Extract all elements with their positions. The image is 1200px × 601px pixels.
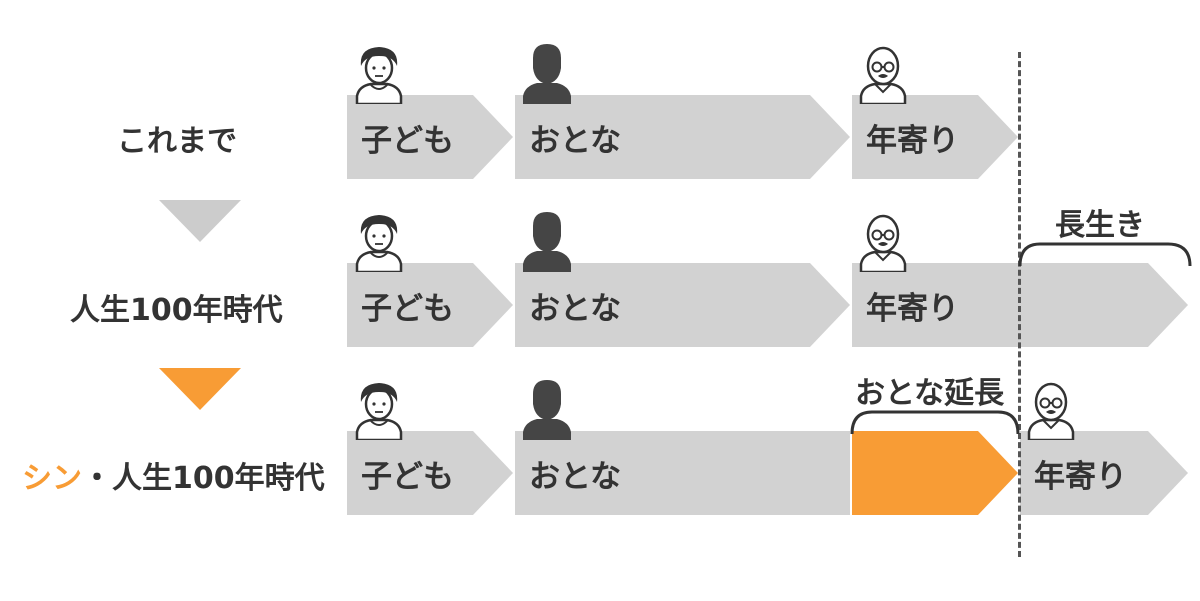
row1-elder-label: 年寄り: [866, 122, 959, 159]
elder-glasses-icon: [1025, 378, 1077, 440]
row2-adult-label: おとな: [529, 290, 622, 327]
row3-elder-label: 年寄り: [1034, 458, 1127, 495]
row-label-shin-jinsei100: シン・人生100年時代: [22, 453, 325, 497]
elder-glasses-icon: [857, 42, 909, 104]
row3-child-label: 子ども: [361, 458, 454, 495]
row3-child-segment: 子ども: [347, 431, 513, 515]
row1-adult-label: おとな: [529, 122, 622, 159]
elder-glasses-icon: [857, 210, 909, 272]
row2-elder-label: 年寄り: [866, 290, 959, 327]
row-label-korema: これまで: [117, 124, 237, 159]
adult-extension-brace: [850, 410, 1020, 435]
row1-elder-segment: 年寄り: [852, 95, 1018, 179]
shin-accent-text: シン: [22, 461, 82, 496]
shin-rest-text: ・人生100年時代: [82, 461, 325, 496]
row2-child-segment: 子ども: [347, 263, 513, 347]
row-label-jinsei100: 人生100年時代: [70, 293, 283, 328]
adult-silhouette-icon: [521, 208, 573, 272]
child-face-icon: [353, 210, 405, 272]
row1-child-segment: 子ども: [347, 95, 513, 179]
row3-adult-extension-segment: [852, 431, 1018, 515]
longevity-brace-label: 長生き: [1055, 208, 1145, 243]
row3-elder-segment: 年寄り: [1020, 431, 1188, 515]
gray-down-triangle: [159, 200, 241, 242]
row1-adult-segment: おとな: [515, 95, 850, 179]
row3-adult-label: おとな: [529, 458, 622, 495]
child-face-icon: [353, 378, 405, 440]
dashed-divider-line: [1018, 52, 1021, 557]
child-face-icon: [353, 42, 405, 104]
row2-child-label: 子ども: [361, 290, 454, 327]
adult-extension-brace-label: おとな延長: [855, 376, 1005, 411]
row3-adult-segment: おとな: [515, 431, 850, 515]
longevity-brace: [1018, 242, 1192, 267]
adult-silhouette-icon: [521, 376, 573, 440]
row2-adult-segment: おとな: [515, 263, 850, 347]
orange-down-triangle: [159, 368, 241, 410]
adult-silhouette-icon: [521, 40, 573, 104]
row1-child-label: 子ども: [361, 122, 454, 159]
